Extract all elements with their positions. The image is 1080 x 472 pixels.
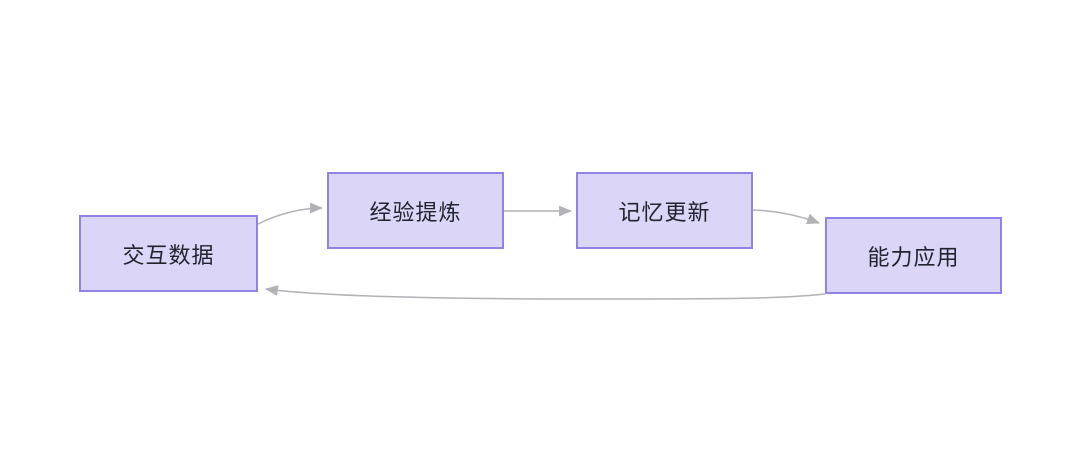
node-memory-update: 记忆更新 (576, 172, 753, 249)
node-interaction-data: 交互数据 (79, 215, 258, 292)
node-experience-refinement: 经验提炼 (327, 172, 504, 249)
node-label: 记忆更新 (618, 199, 711, 225)
node-capability-application: 能力应用 (825, 217, 1002, 294)
edge-capability-to-interaction (264, 285, 826, 300)
edge-interaction-to-experience (257, 202, 324, 225)
node-label: 经验提炼 (369, 199, 462, 225)
node-label: 能力应用 (867, 244, 960, 270)
node-label: 交互数据 (122, 242, 215, 268)
edge-memory-to-capability (752, 209, 821, 224)
